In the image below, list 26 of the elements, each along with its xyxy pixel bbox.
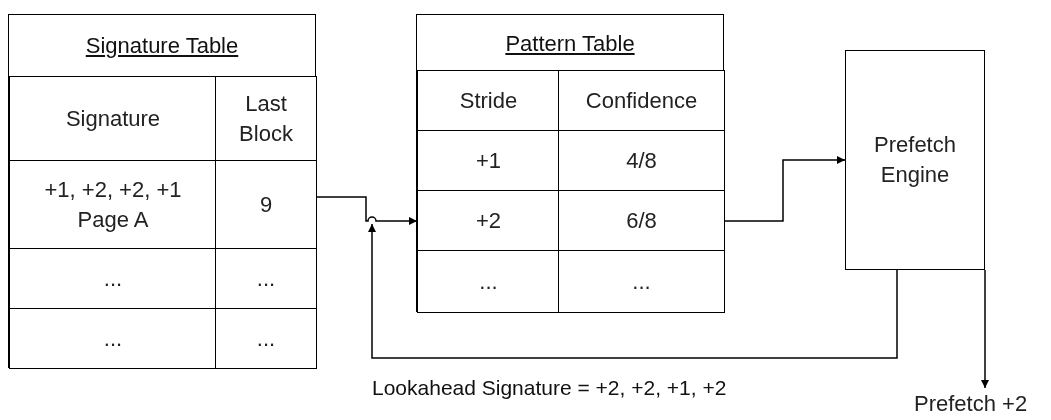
table-cell: +2 <box>417 190 560 252</box>
table-cell: Confidence <box>558 70 725 132</box>
output-text: Prefetch +2 <box>914 390 1050 418</box>
table-cell: Signature <box>9 76 217 162</box>
table-cell: 9 <box>215 160 317 250</box>
table-cell: +1 <box>417 130 560 192</box>
table <box>416 14 724 312</box>
arrow <box>724 156 846 222</box>
table-cell: Last Block <box>215 76 317 162</box>
process-box: Prefetch Engine <box>845 50 985 270</box>
arrow <box>316 196 418 225</box>
table-title: Pattern Table <box>504 29 636 58</box>
table <box>8 14 316 368</box>
table-cell: 4/8 <box>558 130 725 192</box>
table-cell: ... <box>9 248 217 310</box>
table-cell: Stride <box>417 70 560 132</box>
table-cell: ... <box>9 308 217 369</box>
table-cell: ... <box>558 250 725 313</box>
arrow <box>981 269 989 389</box>
table-cell: ... <box>215 248 317 310</box>
table-cell: +1, +2, +2, +1 Page A <box>9 160 217 250</box>
table-title: Signature Table <box>84 31 240 60</box>
arrow <box>368 223 898 359</box>
table-cell: ... <box>215 308 317 369</box>
table-cell: 6/8 <box>558 190 725 252</box>
table-cell: ... <box>417 250 560 313</box>
